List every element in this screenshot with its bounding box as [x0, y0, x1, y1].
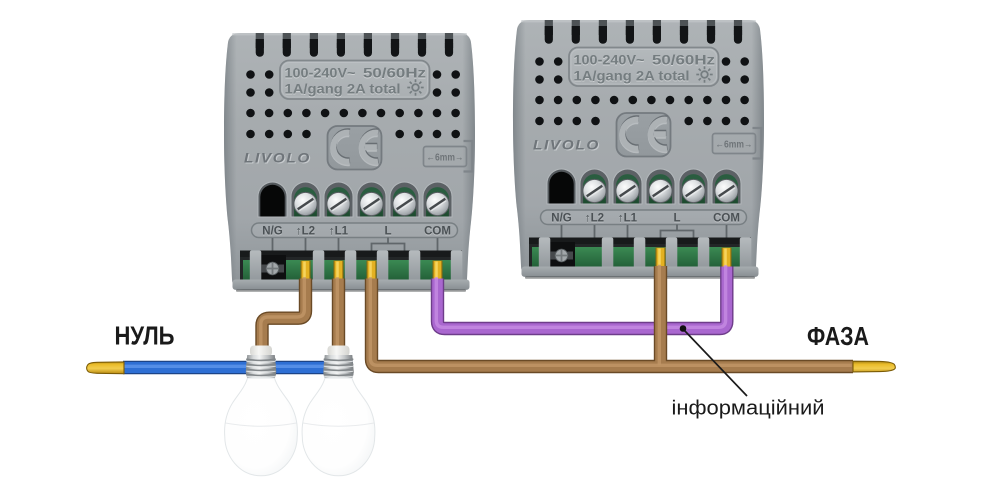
svg-text:інформаційний: інформаційний: [672, 398, 825, 420]
svg-text:N/G: N/G: [262, 226, 283, 238]
svg-text:←6mm→: ←6mm→: [427, 152, 464, 164]
svg-text:ФАЗА: ФАЗА: [807, 323, 869, 351]
svg-text:50/60Hz: 50/60Hz: [363, 65, 426, 81]
svg-text:100-240V~: 100-240V~: [285, 65, 356, 81]
svg-text:↑L2: ↑L2: [296, 226, 315, 238]
svg-text:1A/gang 2A total: 1A/gang 2A total: [285, 81, 401, 97]
svg-text:L: L: [384, 226, 391, 238]
svg-text:НУЛЬ: НУЛЬ: [115, 323, 175, 351]
svg-text:↑L1: ↑L1: [329, 226, 349, 238]
svg-text:LIVOLO: LIVOLO: [244, 150, 311, 166]
svg-text:COM: COM: [424, 226, 451, 238]
